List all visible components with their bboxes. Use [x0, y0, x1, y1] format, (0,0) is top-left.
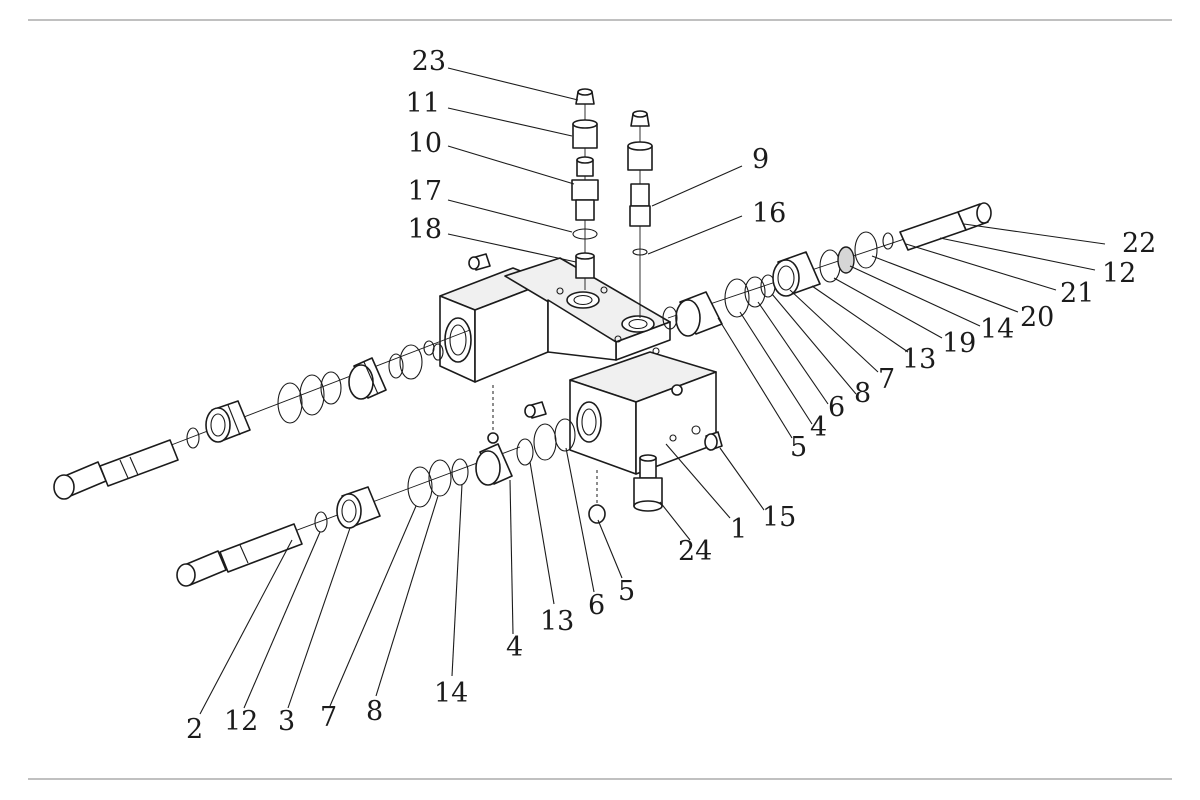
label-10: 10: [408, 128, 442, 159]
label-9: 9: [752, 144, 769, 175]
label-14-right: 14: [980, 314, 1014, 345]
label-16: 16: [752, 198, 786, 229]
label-7-left: 7: [320, 702, 337, 733]
part-labels: 23 11 10 17 18 9 16 22 12 21 20 14 19 13…: [186, 46, 1156, 745]
label-3: 3: [278, 706, 295, 737]
label-11: 11: [406, 88, 440, 119]
vertical-stack-right: [627, 110, 653, 256]
right-assembly: [662, 202, 992, 337]
label-4-right: 4: [810, 412, 827, 443]
label-13-right: 13: [902, 344, 936, 375]
label-22: 22: [1122, 228, 1156, 259]
label-4-lower: 4: [506, 632, 523, 663]
leader-lines: [199, 67, 1106, 715]
label-15: 15: [762, 502, 796, 533]
label-20: 20: [1020, 302, 1054, 333]
label-5-lower: 5: [618, 576, 635, 607]
valve-body: [439, 257, 717, 506]
vertical-stack-left: [571, 88, 599, 279]
label-18: 18: [408, 214, 442, 245]
label-23: 23: [412, 46, 446, 77]
label-8-left: 8: [366, 696, 383, 727]
loose-fittings: [468, 253, 723, 524]
left-upper-assembly: [53, 340, 444, 500]
left-lower-assembly: [176, 418, 576, 587]
label-12-right: 12: [1102, 258, 1136, 289]
label-12-left: 12: [224, 706, 258, 737]
label-5-right: 5: [790, 432, 807, 463]
label-24: 24: [678, 536, 712, 567]
label-13-lower: 13: [540, 606, 574, 637]
label-21: 21: [1060, 278, 1094, 309]
label-2: 2: [186, 714, 203, 745]
label-6-lower: 6: [588, 590, 605, 621]
label-1: 1: [730, 514, 747, 545]
label-8-right: 8: [854, 378, 871, 409]
label-14-left: 14: [434, 678, 468, 709]
label-7-right: 7: [878, 364, 895, 395]
label-17: 17: [408, 176, 442, 207]
label-6-right: 6: [828, 392, 845, 423]
label-19: 19: [942, 328, 976, 359]
